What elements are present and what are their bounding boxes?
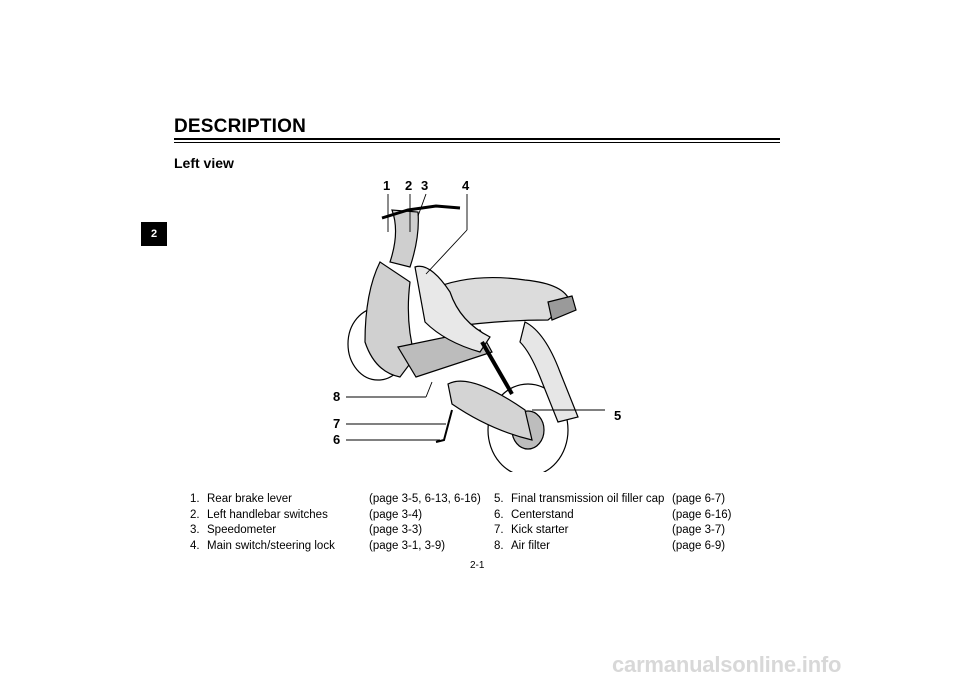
seat — [429, 276, 571, 328]
legend-right: 5. Final transmission oil filler cap (pa… — [494, 492, 731, 554]
legend-left: 1. Rear brake lever (page 3-5, 6-13, 6-1… — [190, 492, 481, 554]
handlebar — [381, 204, 461, 220]
centerstand — [435, 409, 453, 443]
leader-8b — [425, 381, 433, 398]
footer-watermark[interactable]: carmanualsonline.info — [612, 652, 842, 677]
chapter-tab: 2 — [141, 222, 167, 246]
page-number: 2-1 — [470, 560, 485, 571]
callout-7: 7 — [333, 416, 340, 431]
callout-4: 4 — [462, 178, 470, 193]
section-subtitle: Left view — [174, 155, 234, 171]
rear-fender — [519, 321, 579, 423]
steering-column — [389, 209, 419, 268]
tail-light — [547, 295, 577, 321]
legend-item: 6. Centerstand (page 6-16) — [494, 508, 732, 521]
title-rule-thin — [174, 142, 780, 143]
legend-item: 3. Speedometer (page 3-3) — [190, 524, 423, 536]
callout-1: 1 — [383, 178, 390, 193]
legend-item: 5. Final transmission oil filler cap (pa… — [494, 493, 726, 505]
page-title: DESCRIPTION — [174, 116, 307, 137]
callout-8: 8 — [333, 389, 340, 404]
scooter-left-view-diagram: 1 2 3 4 5 6 7 8 — [333, 178, 621, 472]
callout-6: 6 — [333, 432, 340, 447]
legend-item: 1. Rear brake lever (page 3-5, 6-13, 6-1… — [190, 493, 481, 505]
leader-3 — [417, 193, 427, 217]
side-panel — [414, 265, 491, 353]
legend-item: 2. Left handlebar switches (page 3-4) — [190, 508, 423, 521]
transmission-case — [447, 380, 533, 441]
legend-item: 7. Kick starter (page 3-7) — [494, 524, 726, 536]
callout-5: 5 — [614, 408, 621, 423]
rear-shock — [480, 341, 514, 395]
leader-4b — [425, 229, 468, 275]
title-rule-thick — [174, 138, 780, 140]
callout-2: 2 — [405, 178, 412, 193]
legend-item: 8. Air filter (page 6-9) — [494, 539, 726, 552]
legend-item: 4. Main switch/steering lock (page 3-1, … — [190, 539, 446, 552]
callout-3: 3 — [421, 178, 428, 193]
